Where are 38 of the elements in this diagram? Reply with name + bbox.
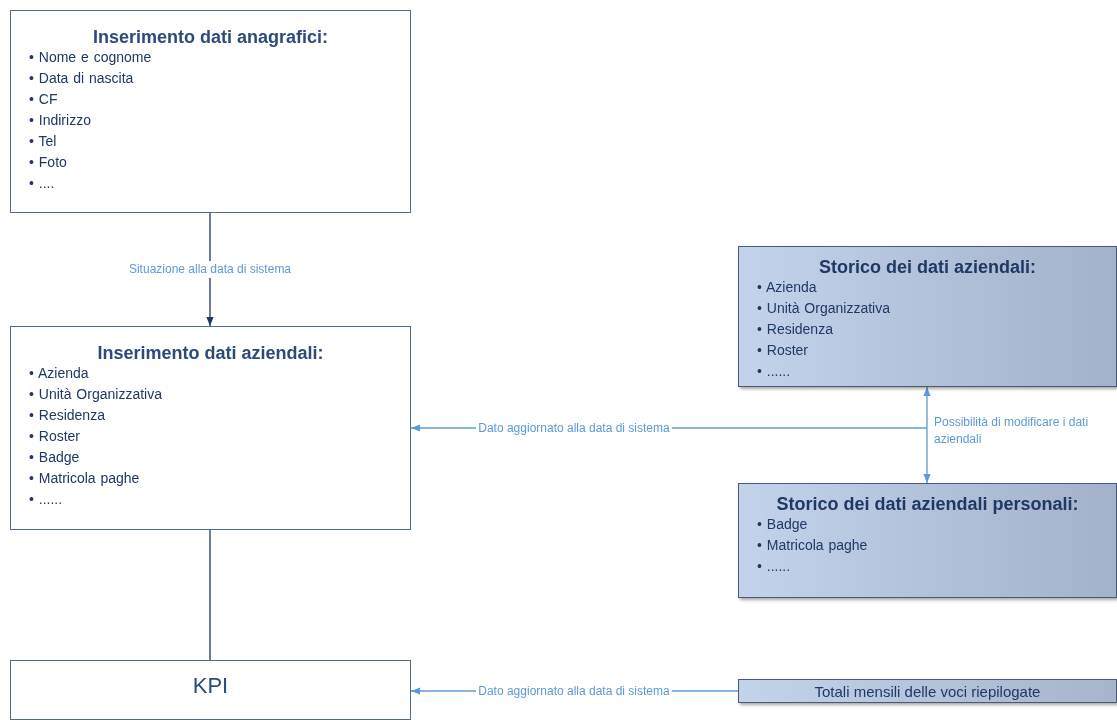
list-item: • ......	[29, 490, 63, 509]
list-item: • Matricola paghe	[29, 469, 140, 488]
list-item: • Residenza	[29, 406, 105, 425]
connector-line	[209, 529, 211, 661]
list-item: • Data di nascita	[29, 69, 134, 88]
list-item: • Roster	[757, 341, 809, 360]
box-heading: Storico dei dati aziendali:	[817, 256, 1037, 279]
list-item: • ....	[29, 174, 55, 193]
box-heading: Inserimento dati anagrafici:	[91, 26, 330, 49]
list-item: • Roster	[29, 427, 81, 446]
edge-label: Dato aggiornato alla data di sistema	[476, 683, 672, 700]
list-item: • Unità Organizzativa	[757, 299, 890, 318]
process-box	[10, 10, 411, 213]
list-item: • Matricola paghe	[757, 536, 868, 555]
box-heading: Storico dei dati aziendali personali:	[775, 493, 1080, 516]
edge-label: Dato aggiornato alla data di sistema	[476, 420, 672, 437]
process-box: KPI	[10, 660, 411, 720]
list-item: • Indirizzo	[29, 111, 91, 130]
list-item: • ......	[757, 557, 791, 576]
history-box	[738, 483, 1117, 598]
list-item: • Badge	[757, 515, 808, 534]
process-box	[10, 326, 411, 530]
list-item: • Badge	[29, 448, 80, 467]
history-box	[738, 246, 1117, 387]
list-item: • Azienda	[757, 278, 817, 297]
list-item: • Tel	[29, 132, 57, 151]
box-heading: Inserimento dati aziendali:	[96, 342, 325, 365]
summary-bar: Totali mensili delle voci riepilogate	[738, 679, 1117, 703]
edge-label: Situazione alla data di sistema	[126, 261, 294, 278]
list-item: • Residenza	[757, 320, 833, 339]
list-item: • Azienda	[29, 364, 89, 383]
list-item: • Unità Organizzativa	[29, 385, 162, 404]
list-item: • Foto	[29, 153, 67, 172]
list-item: • CF	[29, 90, 58, 109]
arrow	[923, 386, 931, 484]
list-item: • ......	[757, 362, 791, 381]
edge-label: Possibilità di modificare i dati aziendali	[934, 414, 1090, 448]
list-item: • Nome e cognome	[29, 48, 152, 67]
